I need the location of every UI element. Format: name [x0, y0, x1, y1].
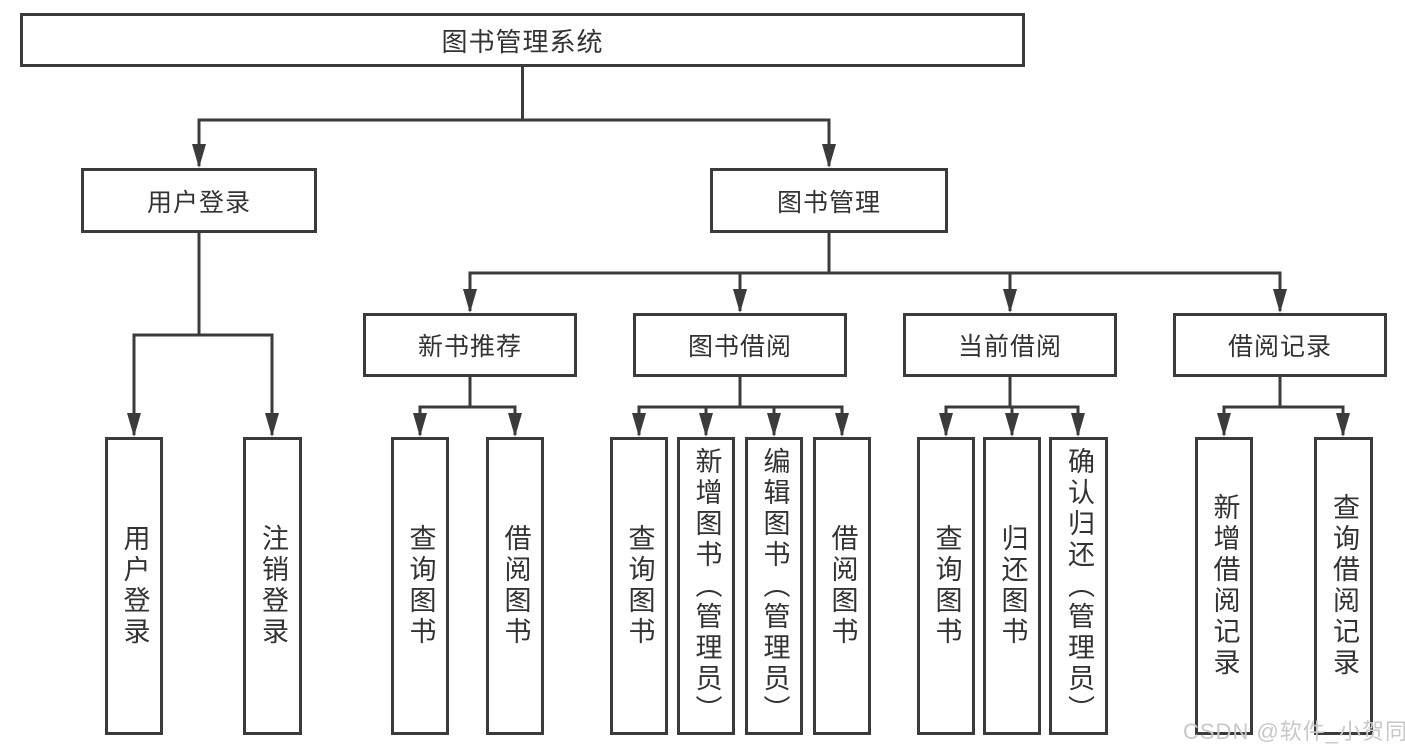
leaf-query-books-borrow: 查询图书	[610, 437, 668, 735]
leaf-user-login: 用户登录	[105, 437, 163, 735]
leaf-label: 查询借阅记录	[1329, 493, 1359, 679]
node-book-borrow: 图书借阅	[633, 313, 847, 377]
node-book-management: 图书管理	[710, 168, 948, 233]
node-label: 图书管理	[776, 188, 881, 217]
node-label: 图书管理系统	[441, 26, 604, 57]
leaf-label: 新增图书（管理员）	[691, 446, 722, 726]
leaf-add-borrow-record: 新增借阅记录	[1195, 437, 1253, 735]
node-library-management-system: 图书管理系统	[20, 13, 1025, 67]
node-label: 当前借阅	[957, 333, 1062, 361]
node-borrow-records: 借阅记录	[1173, 313, 1387, 377]
node-label: 借阅记录	[1227, 333, 1332, 361]
leaf-label: 借阅图书	[500, 524, 531, 648]
leaf-borrow-books: 借阅图书	[813, 437, 871, 735]
leaf-label: 编辑图书（管理员）	[759, 446, 790, 726]
leaf-query-borrow-record: 查询借阅记录	[1314, 437, 1373, 735]
node-label: 图书借阅	[687, 333, 792, 361]
leaf-label: 新增借阅记录	[1209, 493, 1240, 679]
node-current-borrow: 当前借阅	[903, 313, 1117, 377]
leaf-label: 确认归还（管理员）	[1064, 446, 1094, 726]
leaf-logout-login: 注销登录	[243, 437, 302, 735]
leaf-label: 注销登录	[258, 524, 288, 648]
leaf-query-books-recommend: 查询图书	[391, 437, 449, 735]
leaf-label: 查询图书	[931, 524, 962, 648]
leaf-add-books-admin: 新增图书（管理员）	[677, 437, 735, 735]
node-new-book-recommend: 新书推荐	[363, 313, 577, 377]
leaf-query-books-current: 查询图书	[917, 437, 975, 735]
leaf-return-books: 归还图书	[983, 437, 1041, 735]
leaf-label: 用户登录	[119, 524, 150, 648]
node-user-login: 用户登录	[81, 168, 317, 233]
node-label: 新书推荐	[417, 333, 522, 361]
leaf-label: 查询图书	[624, 524, 655, 648]
leaf-borrow-books-recommend: 借阅图书	[486, 437, 544, 735]
leaf-label: 归还图书	[997, 524, 1028, 648]
leaf-edit-books-admin: 编辑图书（管理员）	[745, 437, 803, 735]
csdn-watermark: CSDN @软件_小贺同学	[1183, 719, 1405, 744]
node-label: 用户登录	[146, 188, 251, 217]
leaf-label: 借阅图书	[827, 524, 858, 648]
leaf-label: 查询图书	[405, 524, 436, 648]
leaf-confirm-return-admin: 确认归还（管理员）	[1049, 437, 1108, 735]
